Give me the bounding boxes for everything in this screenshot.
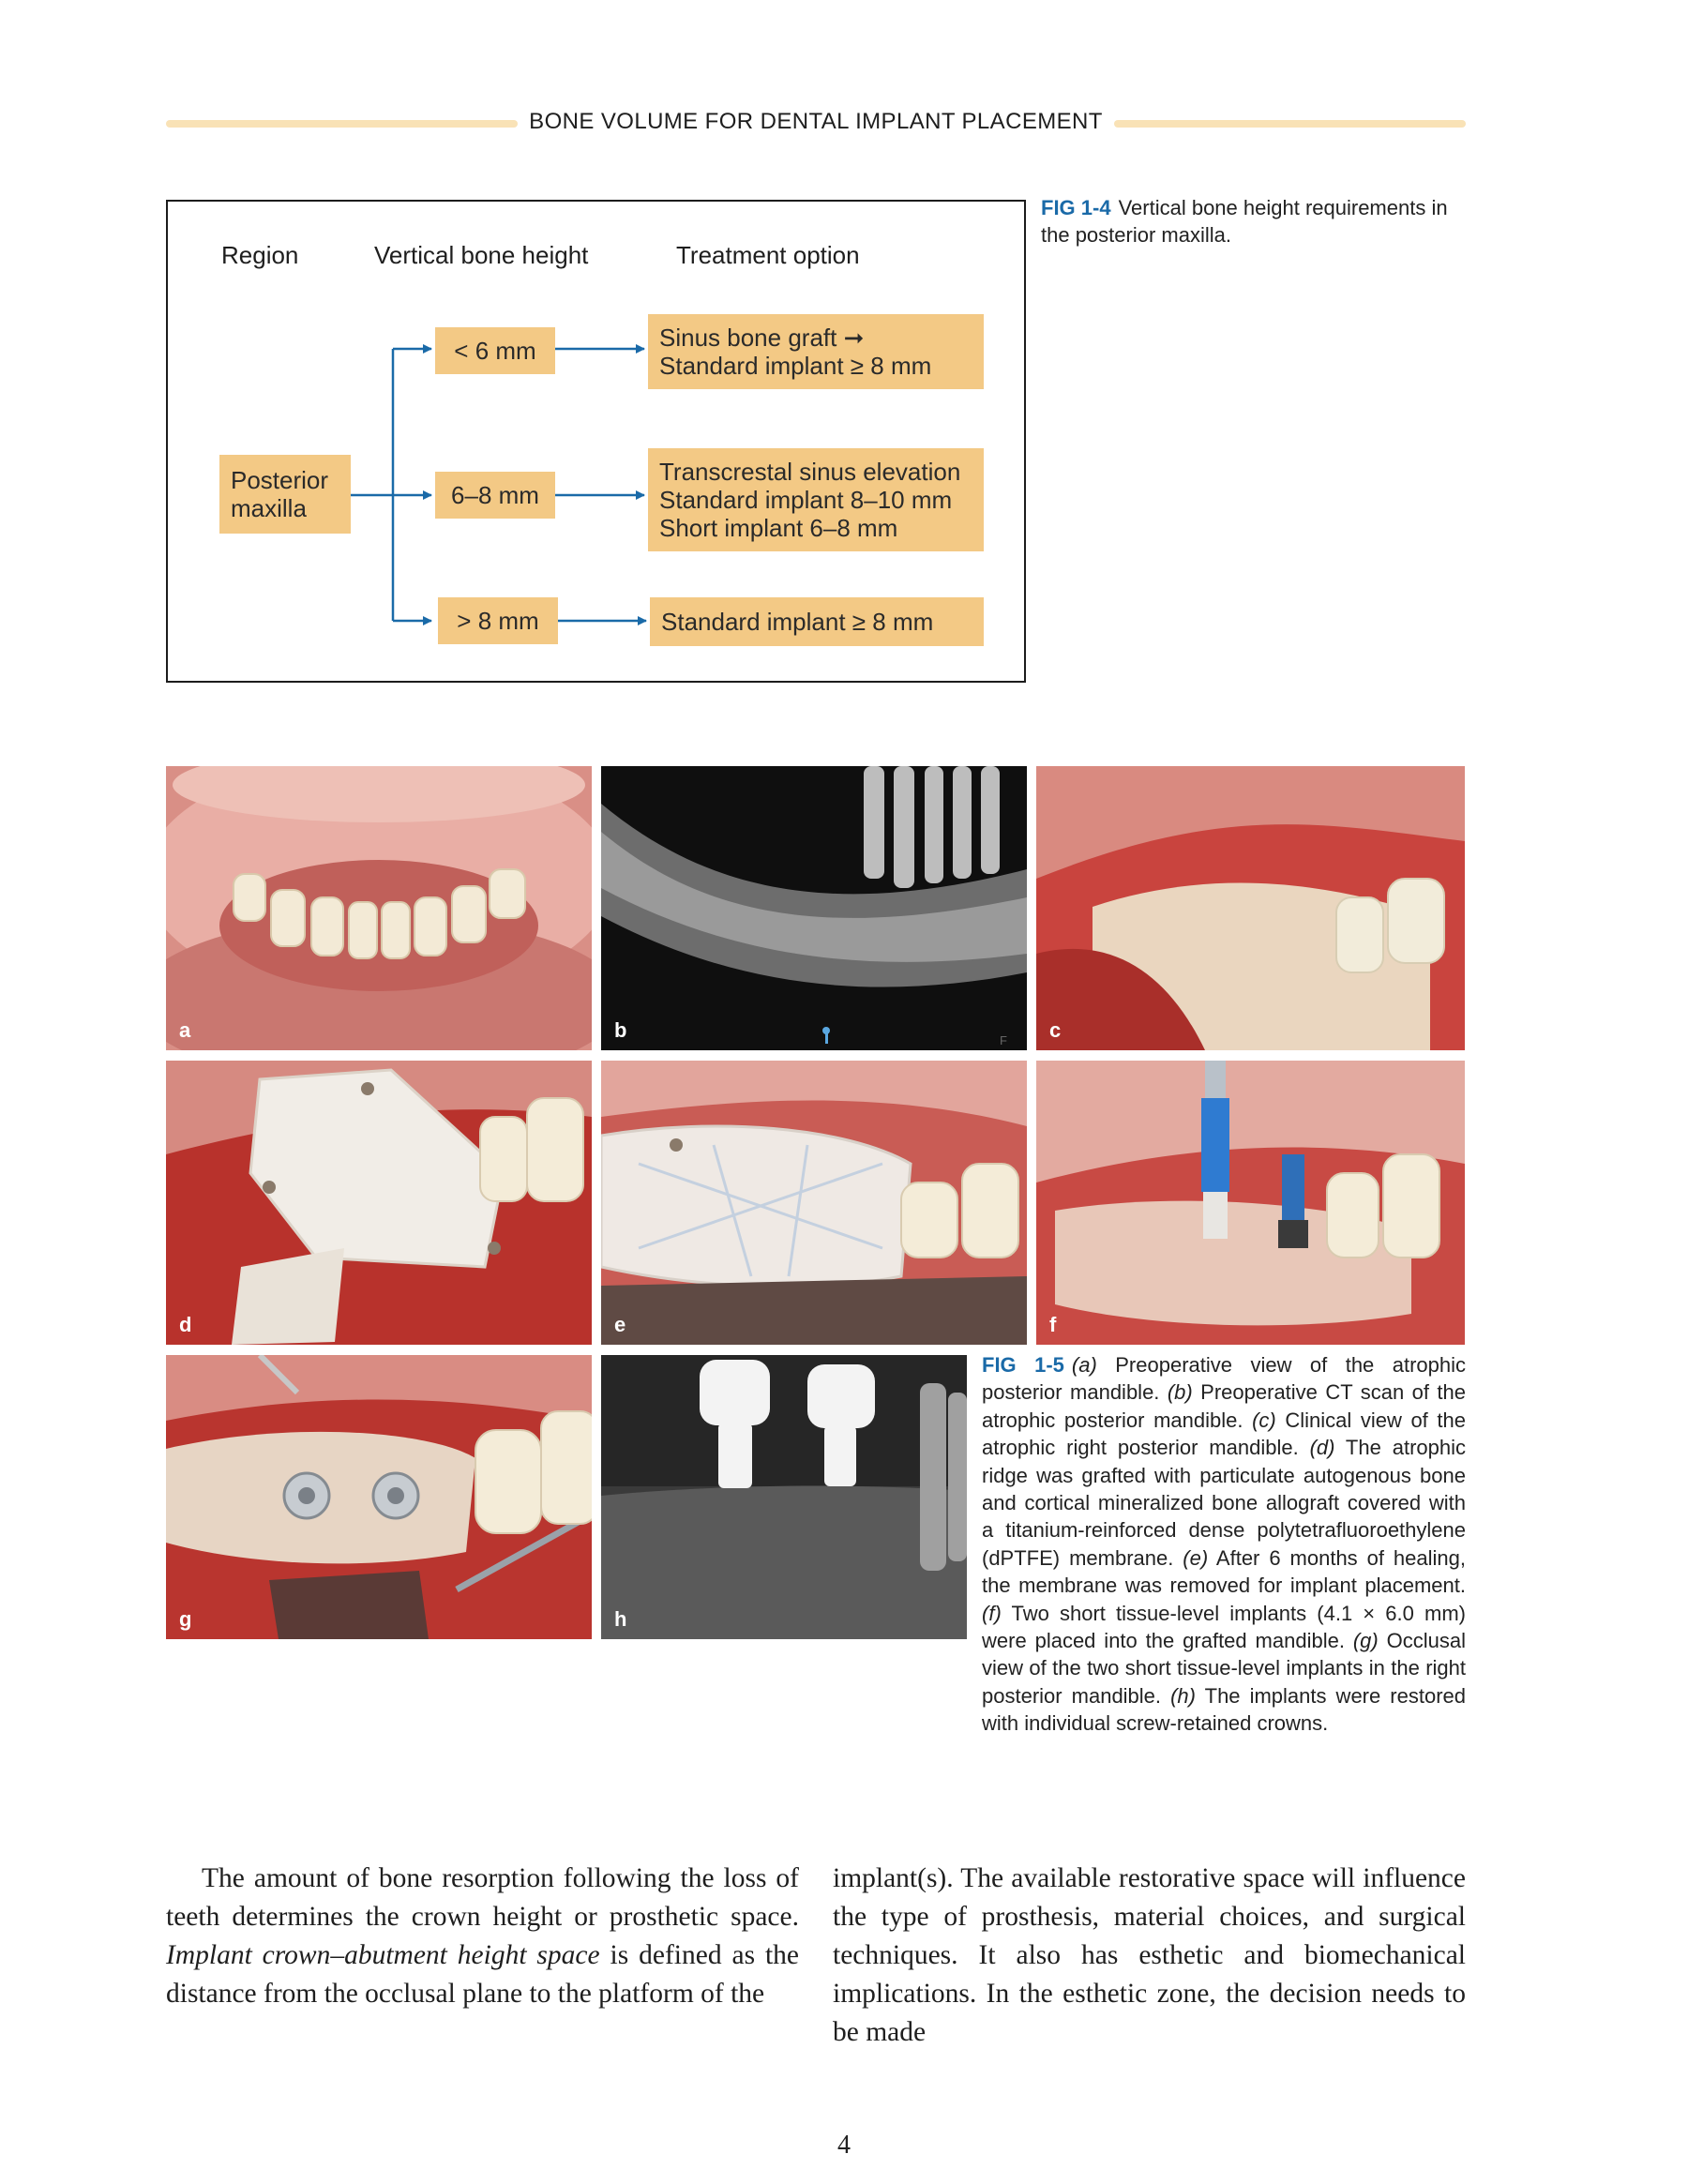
header-rule-left (166, 120, 518, 128)
fig-1-4-caption-text: Vertical bone height requirements in the… (1041, 196, 1448, 247)
photo-e-image (601, 1061, 1027, 1345)
panel-label-f: f (1049, 1313, 1057, 1336)
photo-f-implants-placed: f (1036, 1061, 1465, 1345)
box-option-lt6: Sinus bone graft ➞ Standard implant ≥ 8 … (648, 314, 984, 389)
col-header-treatment: Treatment option (676, 241, 860, 269)
photo-c-clinical-view: c (1036, 766, 1465, 1050)
body-left-text-2: is defined as the distance from the occl… (166, 1940, 799, 2009)
photo-f-image (1036, 1061, 1465, 1345)
option-6-8-line-2: Standard implant 8–10 mm (659, 486, 953, 514)
panel-label-h: h (614, 1607, 627, 1631)
photo-g-image (166, 1355, 592, 1639)
fig-1-5-label: FIG 1-5 (982, 1353, 1064, 1377)
body-left-text-1: The amount of bone resorption following … (166, 1863, 799, 1932)
caption-c-text: Clinical view of the atrophic right post… (982, 1408, 1466, 1460)
caption-e-marker: (e) (1183, 1545, 1209, 1570)
photo-h-radiograph: h (601, 1355, 967, 1639)
photo-c-image (1036, 766, 1465, 1050)
region-line-1: Posterior (231, 466, 329, 494)
box-height-lt6: < 6 mm (435, 327, 555, 374)
col-header-region: Region (221, 241, 299, 269)
box-height-gt8: > 8 mm (438, 597, 558, 644)
ct-marker-text: F (1000, 1033, 1007, 1047)
photo-d-membrane-graft: d (166, 1061, 592, 1345)
body-left-term: Implant crown–abutment height space (166, 1940, 600, 1970)
page-number: 4 (837, 2131, 851, 2160)
photo-b-ct-scan: F b (601, 766, 1027, 1050)
panel-label-e: e (614, 1313, 626, 1336)
col-header-height: Vertical bone height (374, 241, 589, 269)
caption-b-text: Preoperative CT scan of the atrophic pos… (982, 1380, 1466, 1432)
body-column-left: The amount of bone resorption following … (166, 1860, 799, 2013)
body-paragraph-left: The amount of bone resorption following … (166, 1860, 799, 2013)
photo-a-image (166, 766, 592, 1050)
body-column-right: implant(s). The available restorative sp… (833, 1860, 1466, 2052)
photo-d-image (166, 1061, 592, 1345)
panel-label-b: b (614, 1018, 627, 1042)
option-6-8-line-1: Transcrestal sinus elevation (659, 458, 961, 486)
caption-e-text: After 6 months of healing, the membrane … (982, 1545, 1466, 1598)
caption-g-marker: (g) (1352, 1629, 1379, 1653)
panel-label-d: d (179, 1313, 192, 1336)
panel-label-a: a (179, 1018, 191, 1042)
caption-a-marker: (a) (1071, 1353, 1097, 1377)
caption-d-text: The atrophic ridge was grafted with part… (982, 1436, 1466, 1570)
fig-1-5-caption: FIG 1-5 (a) Preoperative view of the atro… (982, 1351, 1466, 1738)
photo-e-after-healing: e (601, 1061, 1027, 1345)
flowchart-arrows (351, 344, 647, 625)
height-lt6-label: < 6 mm (454, 337, 536, 365)
caption-d-marker: (d) (1309, 1436, 1335, 1460)
option-lt6-line-1: Sinus bone graft ➞ (659, 324, 865, 352)
photo-h-image (601, 1355, 967, 1639)
caption-a-text: Preoperative view of the atrophic poster… (982, 1353, 1467, 1405)
fig-1-4-flowchart: Region Vertical bone height Treatment op… (166, 200, 1026, 683)
height-6-8-label: 6–8 mm (451, 481, 539, 509)
caption-f-marker: (f) (982, 1601, 1002, 1625)
box-region-posterior-maxilla: Posterior maxilla (219, 455, 351, 534)
panel-label-c: c (1049, 1018, 1062, 1042)
caption-g-text: Occlusal view of the two short tissue-le… (982, 1629, 1466, 1708)
header-rule-right (1114, 120, 1466, 128)
option-lt6-line-2: Standard implant ≥ 8 mm (659, 352, 932, 380)
panel-label-g: g (179, 1607, 192, 1631)
photo-b-image: F (601, 766, 1027, 1050)
option-6-8-line-3: Short implant 6–8 mm (659, 514, 898, 542)
photo-g-occlusal-view: g (166, 1355, 592, 1639)
region-line-2: maxilla (231, 494, 307, 522)
photo-a-preoperative-view: a (166, 766, 592, 1050)
fig-1-4-label: FIG 1-4 (1041, 196, 1111, 219)
caption-f-text: Two short tissue-level implants (4.1 × 6… (982, 1601, 1466, 1653)
running-header: BONE VOLUME FOR DENTAL IMPLANT PLACEMENT (529, 109, 1103, 134)
box-option-gt8: Standard implant ≥ 8 mm (650, 597, 984, 646)
caption-h-text: The implants were restored with individu… (982, 1683, 1466, 1736)
option-gt8-line-1: Standard implant ≥ 8 mm (661, 608, 934, 636)
caption-c-marker: (c) (1252, 1408, 1276, 1432)
box-option-6-8: Transcrestal sinus elevation Standard im… (648, 448, 984, 551)
box-height-6-8: 6–8 mm (435, 472, 555, 519)
body-paragraph-right: implant(s). The available restorative sp… (833, 1863, 1466, 2047)
height-gt8-label: > 8 mm (457, 607, 539, 635)
caption-h-marker: (h) (1170, 1683, 1196, 1708)
caption-b-marker: (b) (1167, 1380, 1193, 1405)
